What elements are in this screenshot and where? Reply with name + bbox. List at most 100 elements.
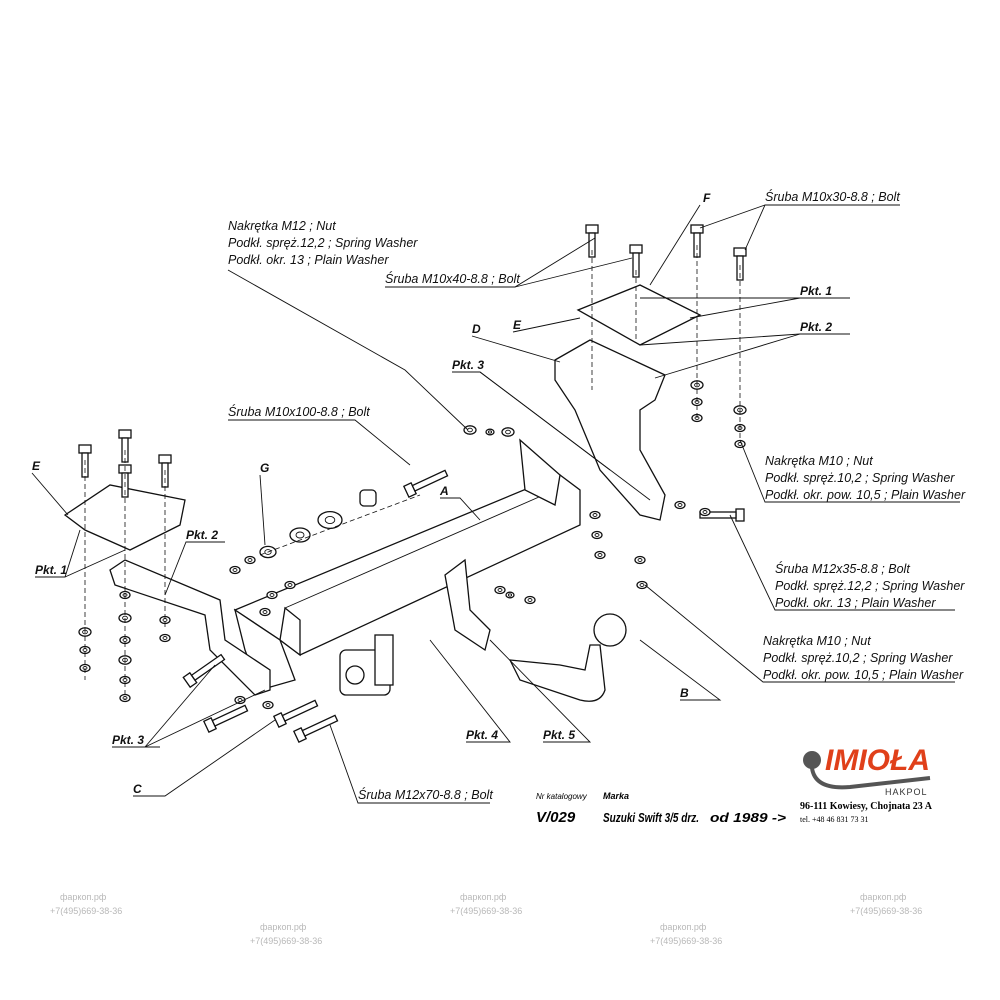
washer-icon [589,510,601,520]
label-spring-washer-10-upper: Podkł. spręż.10,2 ; Spring Washer [765,471,955,485]
assembly-axes [84,245,741,700]
label-nut-m12: Nakrętka M12 ; Nut [228,219,336,233]
letter-f: F [703,191,711,205]
letter-e-right: E [513,318,522,332]
pkt4: Pkt. 4 [466,728,498,742]
watermark-text: фаркоп.рф +7(495)669-38-36 [850,892,922,916]
label-spring-washer-12: Podkł. spręż.12,2 ; Spring Washer [228,236,418,250]
title-block: Nr katalogowy V/029 Marka Suzuki Swift 3… [536,791,933,826]
letter-c: C [133,782,142,796]
washer-icon [159,633,171,643]
washer-icon [463,425,477,435]
catalog-number: V/029 [536,809,576,826]
catalog-label: Nr katalogowy [536,792,588,801]
washer-icon [636,580,648,590]
washer-icon [262,700,274,710]
bolt-icon [182,653,226,689]
washer-icon [505,591,515,599]
washer-icon [485,428,495,436]
svg-text:фаркоп.рф: фаркоп.рф [860,892,907,902]
watermark-text: фаркоп.рф +7(495)669-38-36 [650,922,722,946]
electrical-socket-plate [339,634,394,696]
svg-text:фаркоп.рф: фаркоп.рф [60,892,107,902]
svg-text:+7(495)669-38-36: +7(495)669-38-36 [50,906,122,916]
hitch-plate [444,558,491,652]
logo-sub: HAKPOL [885,787,928,797]
svg-text:+7(495)669-38-36: +7(495)669-38-36 [250,936,322,946]
leader-lines [31,204,960,804]
bolt-icon [629,244,643,278]
pkt1-right: Pkt. 1 [800,284,832,298]
bolt-icon [292,714,339,743]
washer-icon [284,580,296,590]
svg-text:+7(495)669-38-36: +7(495)669-38-36 [650,936,722,946]
bolt-icon [699,508,745,522]
label-bolt-m10x30: Śruba M10x30-8.8 ; Bolt [765,189,900,204]
pkt1-left: Pkt. 1 [35,563,67,577]
make-value: Suzuki Swift 3/5 drz. [603,810,699,825]
bolt-icon [690,224,704,258]
svg-text:+7(495)669-38-36: +7(495)669-38-36 [850,906,922,916]
watermark-text: фаркоп.рф +7(495)669-38-36 [50,892,122,916]
bolt-icon [272,699,319,728]
model-year: od 1989 -> [710,810,786,825]
part-labels: Śruba M10x30-8.8 ; Bolt Śruba M10x40-8.8… [32,189,966,802]
bolt-icon [118,429,132,463]
washer-icon [594,550,606,560]
letter-d: D [472,322,481,336]
label-plain-washer-10-lower: Podkł. okr. pow. 10,5 ; Plain Washer [763,668,964,682]
watermark-text: фаркоп.рф +7(495)669-38-36 [250,922,322,946]
svg-text:фаркоп.рф: фаркоп.рф [460,892,507,902]
watermark-layer: фаркоп.рф +7(495)669-38-36 фаркоп.рф +7(495… [50,892,922,946]
logo-brand: IMIOŁA [825,744,930,777]
washer-icon [289,527,311,543]
label-bolt-m10x100: Śruba M10x100-8.8 ; Bolt [228,404,370,419]
label-spring-washer-10-lower: Podkł. spręż.10,2 ; Spring Washer [763,651,953,665]
washer-icon [266,590,278,600]
pkt3-lower: Pkt. 3 [112,733,144,747]
bolt-icon [202,704,249,733]
pkt3-upper: Pkt. 3 [452,358,484,372]
spacer-tube-icon [359,489,377,507]
make-label: Marka [603,791,629,801]
phone: tel. +48 46 831 73 31 [800,815,869,824]
address: 96-111 Kowiesy, Chojnata 23 A [800,801,933,812]
pkt2-right: Pkt. 2 [800,320,832,334]
washer-icon [234,695,246,705]
svg-text:фаркоп.рф: фаркоп.рф [660,922,707,932]
label-bolt-m12x35: Śruba M12x35-8.8 ; Bolt [775,561,910,576]
bolt-icon [585,224,599,258]
washer-icon [634,555,646,565]
label-spring-washer-12b: Podkł. spręż.12,2 ; Spring Washer [775,579,965,593]
washer-icon [699,507,711,517]
washer-icon [259,607,271,617]
washer-icon [674,500,686,510]
left-bracket [63,484,271,696]
letter-b: B [680,686,689,700]
label-plain-washer-13b: Podkł. okr. 13 ; Plain Washer [775,596,936,610]
tow-ball-b [508,613,627,702]
washer-icon [229,565,241,575]
label-nut-m10-upper: Nakrętka M10 ; Nut [765,454,873,468]
washer-icon [501,427,515,437]
label-bolt-m12x70: Śruba M12x70-8.8 ; Bolt [358,787,493,802]
crossbar-a [233,438,581,691]
washer-icon [244,555,256,565]
label-nut-m10-lower: Nakrętka M10 ; Nut [763,634,871,648]
imiola-logo: IMIOŁA HAKPOL [803,744,931,797]
watermark-text: фаркоп.рф +7(495)669-38-36 [450,892,522,916]
washer-icon [734,439,746,449]
label-plain-washer-10-upper: Podkł. okr. pow. 10,5 ; Plain Washer [765,488,966,502]
right-bracket-d [554,284,702,521]
svg-text:фаркоп.рф: фаркоп.рф [260,922,307,932]
pkt2-left: Pkt. 2 [186,528,218,542]
label-plain-washer-13: Podkł. okr. 13 ; Plain Washer [228,253,389,267]
pkt5: Pkt. 5 [543,728,575,742]
letter-g: G [260,461,269,475]
washer-icon [494,585,506,595]
washer-icon [524,595,536,605]
letter-a: A [439,484,449,498]
svg-text:+7(495)669-38-36: +7(495)669-38-36 [450,906,522,916]
